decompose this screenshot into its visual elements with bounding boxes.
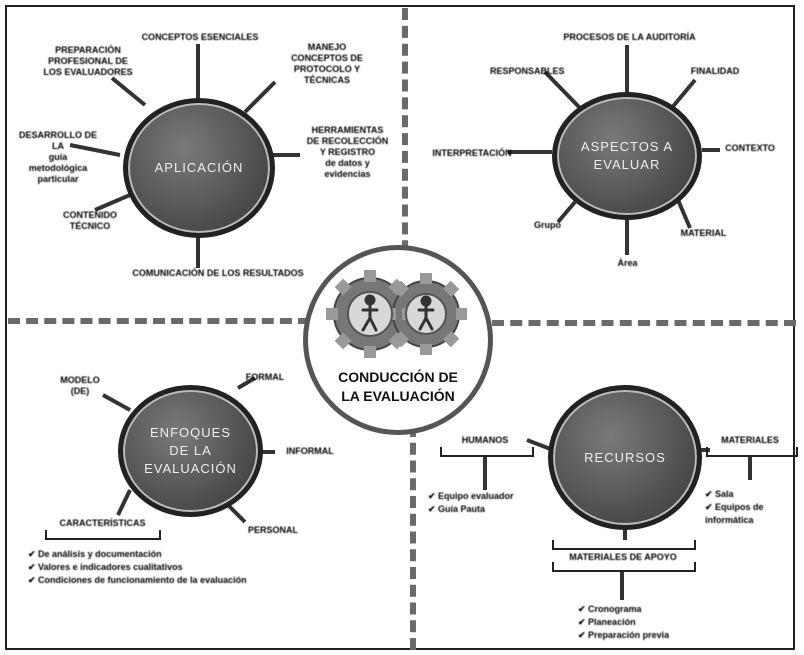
center-title: CONDUCCIÓN DE LA EVALUACIÓN [338,369,458,404]
label-area: Área [617,258,638,268]
label-finalidad: FINALIDAD [690,66,740,76]
connector [110,76,147,107]
brace-apoyo-bottom [552,562,696,572]
connector [543,70,582,110]
connector [94,193,131,212]
label-materiales: MATERIALES [721,435,779,445]
connector [556,200,577,224]
divider-vertical-top [402,8,408,288]
label-comunicacion: COMUNICACIÓN DE LOS RESULTADOS [132,268,304,278]
check-item: ✔ Equipos de informática [705,502,764,525]
label-material: MATERIAL [680,228,727,238]
label-responsables: RESPONSABLES [490,66,565,76]
diagram-frame [5,5,795,650]
label-materiales-apoyo: MATERIALES DE APOYO [569,552,677,562]
label-formal: FORMAL [245,372,285,382]
gears-with-figures-icon [326,270,467,358]
label-preparacion: PREPARACIÓN PROFESIONAL DE LOS EVALUADOR… [43,45,133,77]
circle-recursos: RECURSOS [548,385,702,530]
checklist-apoyo: ✔ Cronograma ✔ Planeación ✔ Preparación … [578,603,669,642]
label-contexto: CONTEXTO [725,143,775,153]
divider-horizontal-right [492,320,796,326]
brace-apoyo [552,540,696,550]
checklist-enfoques: ✔ De análisis y documentación ✔ Valores … [28,548,247,587]
connector [69,143,121,157]
checklist-humanos: ✔ Equipo evaluador ✔ Guía Pauta [428,490,514,516]
check-item: ✔ Preparación previa [578,630,670,640]
brace-materiales [706,447,798,457]
label-herramientas: HERRAMIENTAS DE RECOLECCIÓN Y REGISTRO d… [306,125,389,179]
label-caracteristicas: CARACTERÍSTICAS [59,518,146,528]
label-humanos: HUMANOS [461,435,509,445]
connector [226,503,247,524]
center-circle: CONDUCCIÓN DE LA EVALUACIÓN [303,245,493,435]
connector [243,80,277,114]
label-procesos: PROCESOS DE LA AUDITORÍA [563,32,696,42]
check-item: ✔ Cronograma [578,604,642,614]
label-informal: INFORMAL [286,446,334,456]
connector [102,393,131,412]
label-contenido: CONTENIDO TÉCNICO [63,210,117,231]
check-item: ✔ Planeación [578,617,636,627]
check-item: ✔ De análisis y documentación [28,549,162,559]
label-grupo: Grupo [534,220,561,230]
divider-horizontal-left [8,318,310,324]
check-item: ✔ Valores e indicadores cualitativos [28,562,183,572]
label-modelo: MODELO (DE) [60,375,100,396]
label-desarrollo: DESARROLLO DE LA guía metodológica parti… [18,130,97,184]
check-item: ✔ Sala [705,489,734,499]
brace-humanos [440,447,534,457]
label-conceptos: CONCEPTOS ESENCIALES [141,32,259,42]
label-manejo: MANEJO CONCEPTOS DE PROTOCOLO Y TÉCNICAS [291,42,363,85]
check-item: ✔ Guía Pauta [428,504,486,514]
divider-vertical-bottom [410,425,416,650]
connector [236,376,257,390]
brace-caracteristicas [45,530,161,540]
connector [676,199,692,229]
connector [668,78,697,112]
circle-aplicacion: APLICACIÓN [123,98,275,238]
connector [116,489,132,516]
circle-enfoques: ENFOQUES DE LA EVALUACIÓN [118,385,263,517]
checklist-materiales: ✔ Sala ✔ Equipos de informática [705,488,795,527]
circle-aspectos: ASPECTOS A EVALUAR [552,92,702,220]
check-item: ✔ Equipo evaluador [428,491,514,501]
label-interpretacion: INTERPRETACIÓN [432,148,512,158]
check-item: ✔ Condiciones de funcionamiento de la ev… [28,575,247,585]
label-personal: PERSONAL [247,525,298,535]
